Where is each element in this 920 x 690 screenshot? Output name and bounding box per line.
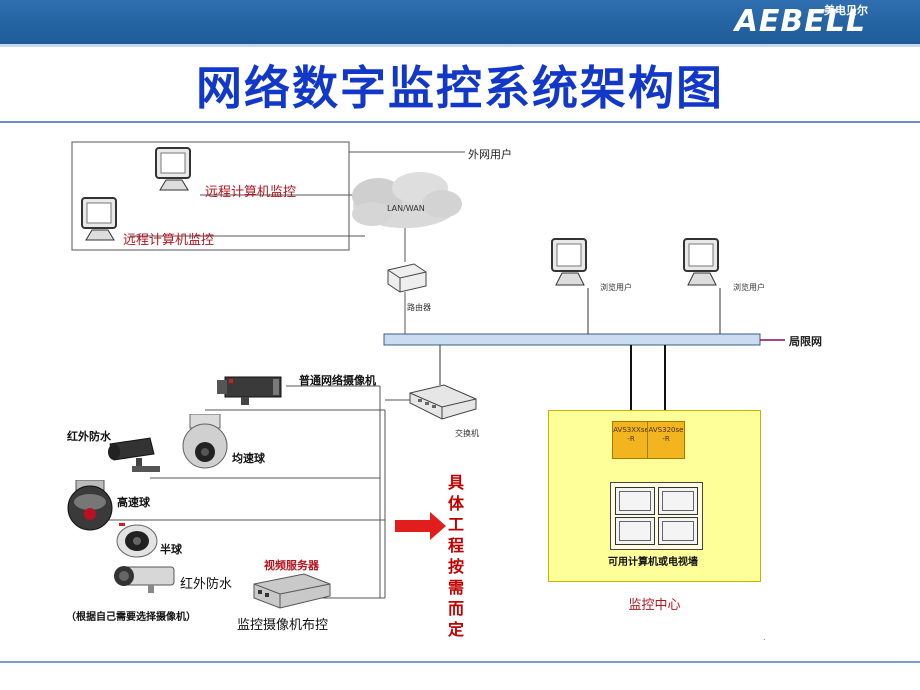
browser-user-2-label: 浏览用户 <box>733 283 765 292</box>
tv-screen <box>615 487 655 515</box>
remote-monitor-2-icon <box>78 196 122 244</box>
tv-screen <box>658 517 698 545</box>
infrared-2-label: 红外防水 <box>180 577 233 592</box>
external-users-label: 外网用户 <box>468 148 512 161</box>
red-arrow <box>395 512 446 540</box>
tv-wall <box>610 482 703 550</box>
project-note: 具 体 工 程 按 需 而 定 <box>446 472 466 640</box>
note-char: 程 <box>447 536 464 555</box>
half-dome-icon <box>115 519 159 559</box>
logo: AEBELL <box>734 4 866 39</box>
tv-screen <box>658 487 698 515</box>
tv-screen <box>615 517 655 545</box>
tv-wall-label: 可用计算机或电视墙 <box>608 557 698 568</box>
cloud-label: LAN/WAN <box>387 204 425 213</box>
router-label: 路由器 <box>407 303 431 312</box>
center-device-2: AVS320se -R <box>647 421 685 459</box>
infrared-camera-1-icon <box>106 436 166 476</box>
camera-selection-note: （根据自己需要选择摄像机） <box>66 612 196 623</box>
browser-user-1-icon <box>548 237 592 289</box>
network-camera-label: 普通网络摄像机 <box>299 374 376 387</box>
lan-bus <box>383 333 761 346</box>
note-char: 具 <box>447 473 464 492</box>
footer-rule <box>0 661 920 663</box>
title-rule <box>0 121 920 123</box>
uniform-dome-icon <box>180 413 230 472</box>
logo-cn: 美电贝尔 <box>824 4 868 17</box>
center-device-1: AVS3XXse -R <box>612 421 650 459</box>
deploy-label: 监控摄像机布控 <box>237 618 329 633</box>
lan-label: 局限网 <box>789 335 822 348</box>
note-char: 定 <box>447 620 464 639</box>
cloud-icon <box>352 172 462 228</box>
video-server-icon <box>252 572 332 612</box>
note-char: 体 <box>447 494 464 513</box>
dot-mark: . <box>763 633 766 642</box>
router-icon <box>384 260 428 296</box>
note-char: 工 <box>447 515 464 534</box>
note-char: 需 <box>447 578 464 597</box>
uniform-dome-label: 均速球 <box>232 452 265 465</box>
header-rule <box>0 44 920 47</box>
note-char: 按 <box>447 557 464 576</box>
video-server-label: 视频服务器 <box>264 559 319 572</box>
header-bar <box>0 0 920 44</box>
switch-label: 交换机 <box>455 429 479 438</box>
remote-monitor-2-label: 远程计算机监控 <box>123 233 215 248</box>
infrared-camera-2-icon <box>108 563 178 595</box>
high-speed-dome-icon <box>64 479 116 532</box>
browser-user-2-icon <box>680 237 724 289</box>
remote-monitor-1-icon <box>152 146 196 194</box>
high-speed-dome-label: 高速球 <box>117 496 150 509</box>
remote-monitor-1-label: 远程计算机监控 <box>205 185 297 200</box>
infrared-1-label: 红外防水 <box>67 430 111 443</box>
switch-icon <box>408 383 478 423</box>
half-dome-label: 半球 <box>160 543 182 556</box>
remote-group-frame <box>71 141 350 251</box>
network-camera-icon <box>215 371 289 407</box>
browser-user-1-label: 浏览用户 <box>600 283 632 292</box>
page-title: 网络数字监控系统架构图 <box>196 61 724 115</box>
center-title: 监控中心 <box>628 598 681 613</box>
note-char: 而 <box>447 599 464 618</box>
